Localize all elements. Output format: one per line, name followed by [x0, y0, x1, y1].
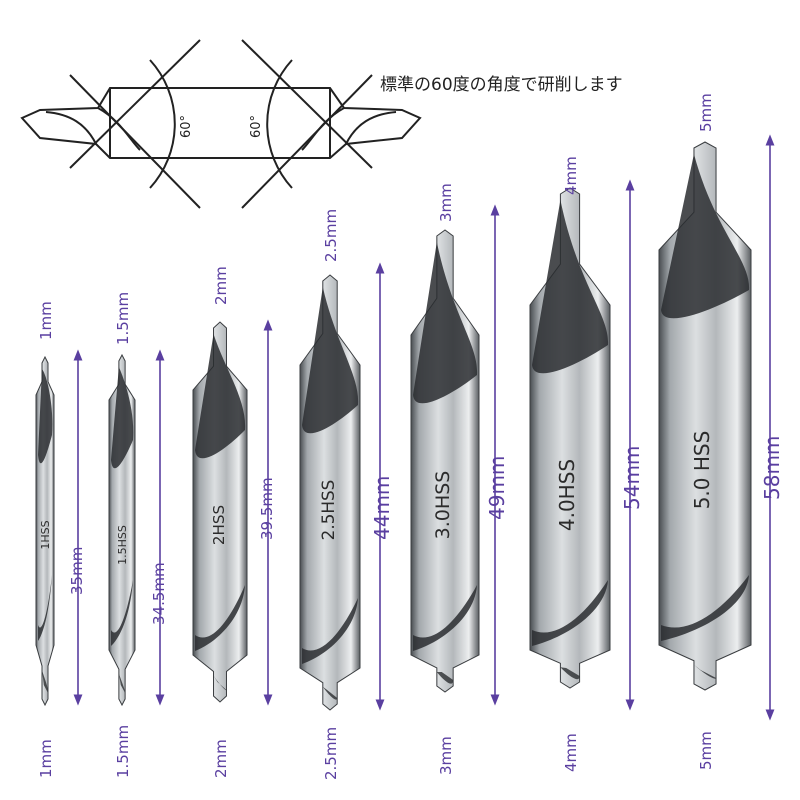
- diagram-angle-right: 60°: [249, 115, 264, 138]
- bottom-size-label-4: 2.5mm: [322, 726, 340, 780]
- drill-bit-engraving-1: 1HSS: [39, 520, 52, 549]
- length-label-4: 44mm: [370, 475, 394, 540]
- top-size-label-6: 4mm: [562, 156, 580, 195]
- drill-bit-tip-flute-5: [436, 671, 454, 684]
- length-label-1: 35mm: [68, 546, 86, 595]
- drill-bit-tip-flute-1: [42, 670, 48, 693]
- length-label-6: 54mm: [620, 445, 644, 510]
- drill-bit-flute-bottom-7: [661, 575, 749, 641]
- bottom-size-label-1: 1mm: [37, 739, 55, 778]
- drill-bit-2: 1.5HSS: [108, 349, 165, 707]
- diagram-flute-right: [301, 107, 345, 151]
- bottom-size-label-3: 2mm: [212, 739, 230, 778]
- diagram-flute-left: [97, 107, 141, 151]
- drill-bit-flute-top-3: [195, 334, 246, 459]
- drill-bit-flute-top-4: [302, 287, 359, 434]
- drill-bit-tip-flute-6: [560, 667, 580, 680]
- diagram-cone-right-top: [241, 39, 373, 169]
- drill-bit-4: 2.5HSS: [299, 262, 385, 711]
- drill-bit-flute-bottom-6: [532, 580, 608, 646]
- top-size-label-4: 2.5mm: [322, 208, 340, 262]
- drill-bit-flute-top-5: [413, 242, 478, 404]
- drill-bit-engraving-5: 3.0HSS: [432, 471, 454, 540]
- drill-bit-set: 1HSS 1.5HSS 2HSS 2.5HSS 3.0HSS 4.0HSS 5.0 HSS: [35, 134, 775, 721]
- drill-bit-6: 4.0HSS: [529, 179, 635, 711]
- bottom-size-label-6: 4mm: [562, 733, 580, 772]
- length-label-5: 49mm: [485, 455, 509, 520]
- drill-bit-engraving-7: 5.0 HSS: [690, 431, 714, 510]
- bottom-size-label-2: 1.5mm: [114, 724, 132, 778]
- top-size-label-1: 1mm: [37, 301, 55, 340]
- drill-bit-5: 3.0HSS: [410, 204, 500, 706]
- drill-bit-flute-top-7: [661, 154, 750, 319]
- length-label-7: 58mm: [760, 435, 784, 500]
- drill-bit-1: 1HSS: [35, 349, 83, 707]
- top-size-label-5: 3mm: [437, 183, 455, 222]
- drill-bit-engraving-2: 1.5HSS: [116, 525, 129, 565]
- drill-bit-engraving-6: 4.0HSS: [555, 459, 579, 531]
- drill-bit-flute-bottom-3: [195, 585, 245, 651]
- drill-bit-flute-bottom-4: [302, 598, 358, 664]
- drill-bit-engraving-4: 2.5HSS: [318, 480, 338, 541]
- top-size-label-7: 5mm: [697, 93, 715, 132]
- drill-bit-3: 2HSS: [192, 319, 273, 706]
- diagram-cone-left-bot: [69, 74, 201, 209]
- drill-bit-tip-flute-4: [322, 686, 338, 700]
- drill-bit-tip-flute-7: [693, 664, 717, 679]
- bottom-size-label-7: 5mm: [697, 731, 715, 770]
- headline-text: 標準の60度の角度で研削します: [380, 75, 623, 95]
- length-label-3: 39.5mm: [258, 477, 276, 540]
- diagram-flute-right-2: [345, 111, 397, 145]
- drill-bit-flute-bottom-5: [413, 585, 477, 651]
- drill-bit-flute-top-1: [38, 369, 53, 464]
- drill-bit-tip-flute-2: [118, 673, 126, 693]
- diagram-flute-left-2: [45, 111, 97, 145]
- diagram-arc-left: [149, 59, 176, 189]
- drill-bit-engraving-3: 2HSS: [210, 505, 228, 545]
- drill-bit-flute-bottom-1: [38, 575, 52, 641]
- diagram-angle-left: 60°: [179, 115, 194, 138]
- diagram-outline: [20, 87, 422, 159]
- length-label-2: 34.5mm: [150, 562, 168, 625]
- top-size-label-2: 1.5mm: [114, 291, 132, 345]
- drill-bit-flute-top-6: [532, 200, 609, 374]
- diagram-cone-right-bot: [241, 74, 373, 209]
- drill-bit-7: 5.0 HSS: [658, 134, 775, 721]
- angle-diagram: [20, 39, 422, 209]
- drill-bit-flute-bottom-2: [111, 580, 133, 646]
- diagram-cone-left-top: [69, 39, 201, 169]
- diagram-arc-right: [266, 59, 293, 189]
- bottom-size-label-5: 3mm: [437, 736, 455, 775]
- top-size-label-3: 2mm: [212, 266, 230, 305]
- drill-bit-flute-top-2: [111, 367, 134, 469]
